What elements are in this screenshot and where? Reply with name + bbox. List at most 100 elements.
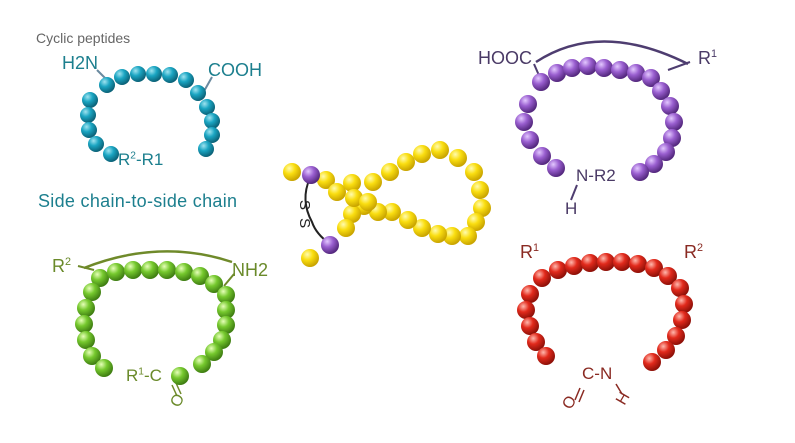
purple-acid-label: HOOC (478, 48, 532, 68)
teal-residue-bead (146, 66, 162, 82)
red-residue-bead (521, 285, 539, 303)
yellow-residue-bead (345, 189, 363, 207)
green-residue-bead (193, 355, 211, 373)
yellow-residue-bead (443, 227, 461, 245)
teal-residue-bead (99, 77, 115, 93)
teal-residue-bead (82, 92, 98, 108)
green-residue-bead (141, 261, 159, 279)
green-residue-bead (95, 359, 113, 377)
yellow-residue-bead (301, 249, 319, 267)
green-residue-bead (75, 315, 93, 333)
green-residue-bead (217, 286, 235, 304)
red-residue-bead (673, 311, 691, 329)
teal-residue-bead (162, 67, 178, 83)
purple-residue-bead (532, 73, 550, 91)
purple-residue-bead (563, 59, 581, 77)
teal-residue-bead (178, 72, 194, 88)
green-residue-bead (124, 261, 142, 279)
purple-residue-bead (548, 64, 566, 82)
teal-residue-bead (81, 122, 97, 138)
red-residue-bead (643, 353, 661, 371)
cysteine-bead (321, 236, 339, 254)
red-residue-bead (537, 347, 555, 365)
red-residue-bead (533, 269, 551, 287)
teal-residue-bead (204, 113, 220, 129)
purple-residue-bead (665, 113, 683, 131)
green-residue-bead (77, 299, 95, 317)
yellow-residue-bead (473, 199, 491, 217)
purple-residue-bead (595, 59, 613, 77)
green-residue-bead (107, 263, 125, 281)
green-residue-bead (191, 267, 209, 285)
yellow-residue-bead (459, 227, 477, 245)
purple-residue-bead (547, 159, 565, 177)
purple-h-label: H (565, 199, 578, 218)
yellow-residue-bead (328, 183, 346, 201)
yellow-residue-bead (467, 213, 485, 231)
heading: Cyclic peptides (36, 30, 131, 46)
yellow-residue-bead (343, 205, 361, 223)
purple-residue-bead (657, 143, 675, 161)
purple-residue-bead (652, 82, 670, 100)
red-residue-bead (565, 257, 583, 275)
red-co-double-bond-a (574, 387, 581, 401)
purple-residue-bead (519, 95, 537, 113)
purple-residue-bead (579, 57, 597, 75)
purple-amide-label: N-R2 (576, 166, 616, 185)
yellow-residue-bead (449, 149, 467, 167)
teal-amine-label: H2N (62, 53, 99, 73)
purple-residue-bead (627, 64, 645, 82)
green-residue-bead (217, 301, 235, 319)
red-residue-bead (517, 301, 535, 319)
yellow-residue-bead (383, 203, 401, 221)
red-amide-label: C-N (582, 364, 613, 383)
teal-residue-bead (88, 136, 104, 152)
teal-sidechain-label: R2-R1 (118, 150, 164, 169)
green-residue-bead (205, 343, 223, 361)
teal-residue-bead (114, 69, 130, 85)
yellow-residue-bead (465, 163, 483, 181)
red-residue-bead (671, 279, 689, 297)
green-residue-bead (205, 275, 223, 293)
red-residue-bead (597, 253, 615, 271)
disulfide-label: S S (296, 200, 313, 231)
red-residue-bead (527, 333, 545, 351)
green-residue-bead (158, 261, 176, 279)
yellow-residue-bead (471, 181, 489, 199)
red-r2-label: R2 (684, 242, 704, 262)
yellow-residue-bead (429, 225, 447, 243)
purple-r1-label: R1 (698, 48, 718, 68)
green-residue-bead (77, 331, 95, 349)
green-residue-bead (83, 283, 101, 301)
green-residue-bead (175, 263, 193, 281)
green-residue-bead (171, 367, 189, 385)
yellow-residue-bead (381, 163, 399, 181)
yellow-residue-bead (397, 153, 415, 171)
green-right-bond (223, 273, 235, 287)
purple-right-bond (667, 61, 691, 71)
purple-residue-bead (645, 155, 663, 173)
yellow-residue-bead (399, 211, 417, 229)
red-residue-bead (667, 327, 685, 345)
purple-crosslink-arc (535, 40, 689, 66)
yellow-residue-bead (343, 174, 361, 192)
teal-acid-label: COOH (208, 60, 262, 80)
yellow-residue-bead (337, 219, 355, 237)
teal-residue-bead (199, 99, 215, 115)
teal-residue-bead (198, 141, 214, 157)
purple-residue-bead (521, 131, 539, 149)
teal-residue-bead (190, 85, 206, 101)
red-residue-bead (657, 341, 675, 359)
red-nh-bond (615, 383, 623, 395)
purple-residue-bead (663, 129, 681, 147)
red-residue-bead (581, 254, 599, 272)
yellow-residue-bead (431, 141, 449, 159)
teal-residue-bead (80, 107, 96, 123)
purple-residue-bead (661, 97, 679, 115)
green-co-double-bond-a (171, 384, 178, 397)
red-co-double-bond-b (578, 389, 585, 403)
cysteine-bead (302, 166, 320, 184)
green-r2-label: R2 (52, 256, 72, 276)
